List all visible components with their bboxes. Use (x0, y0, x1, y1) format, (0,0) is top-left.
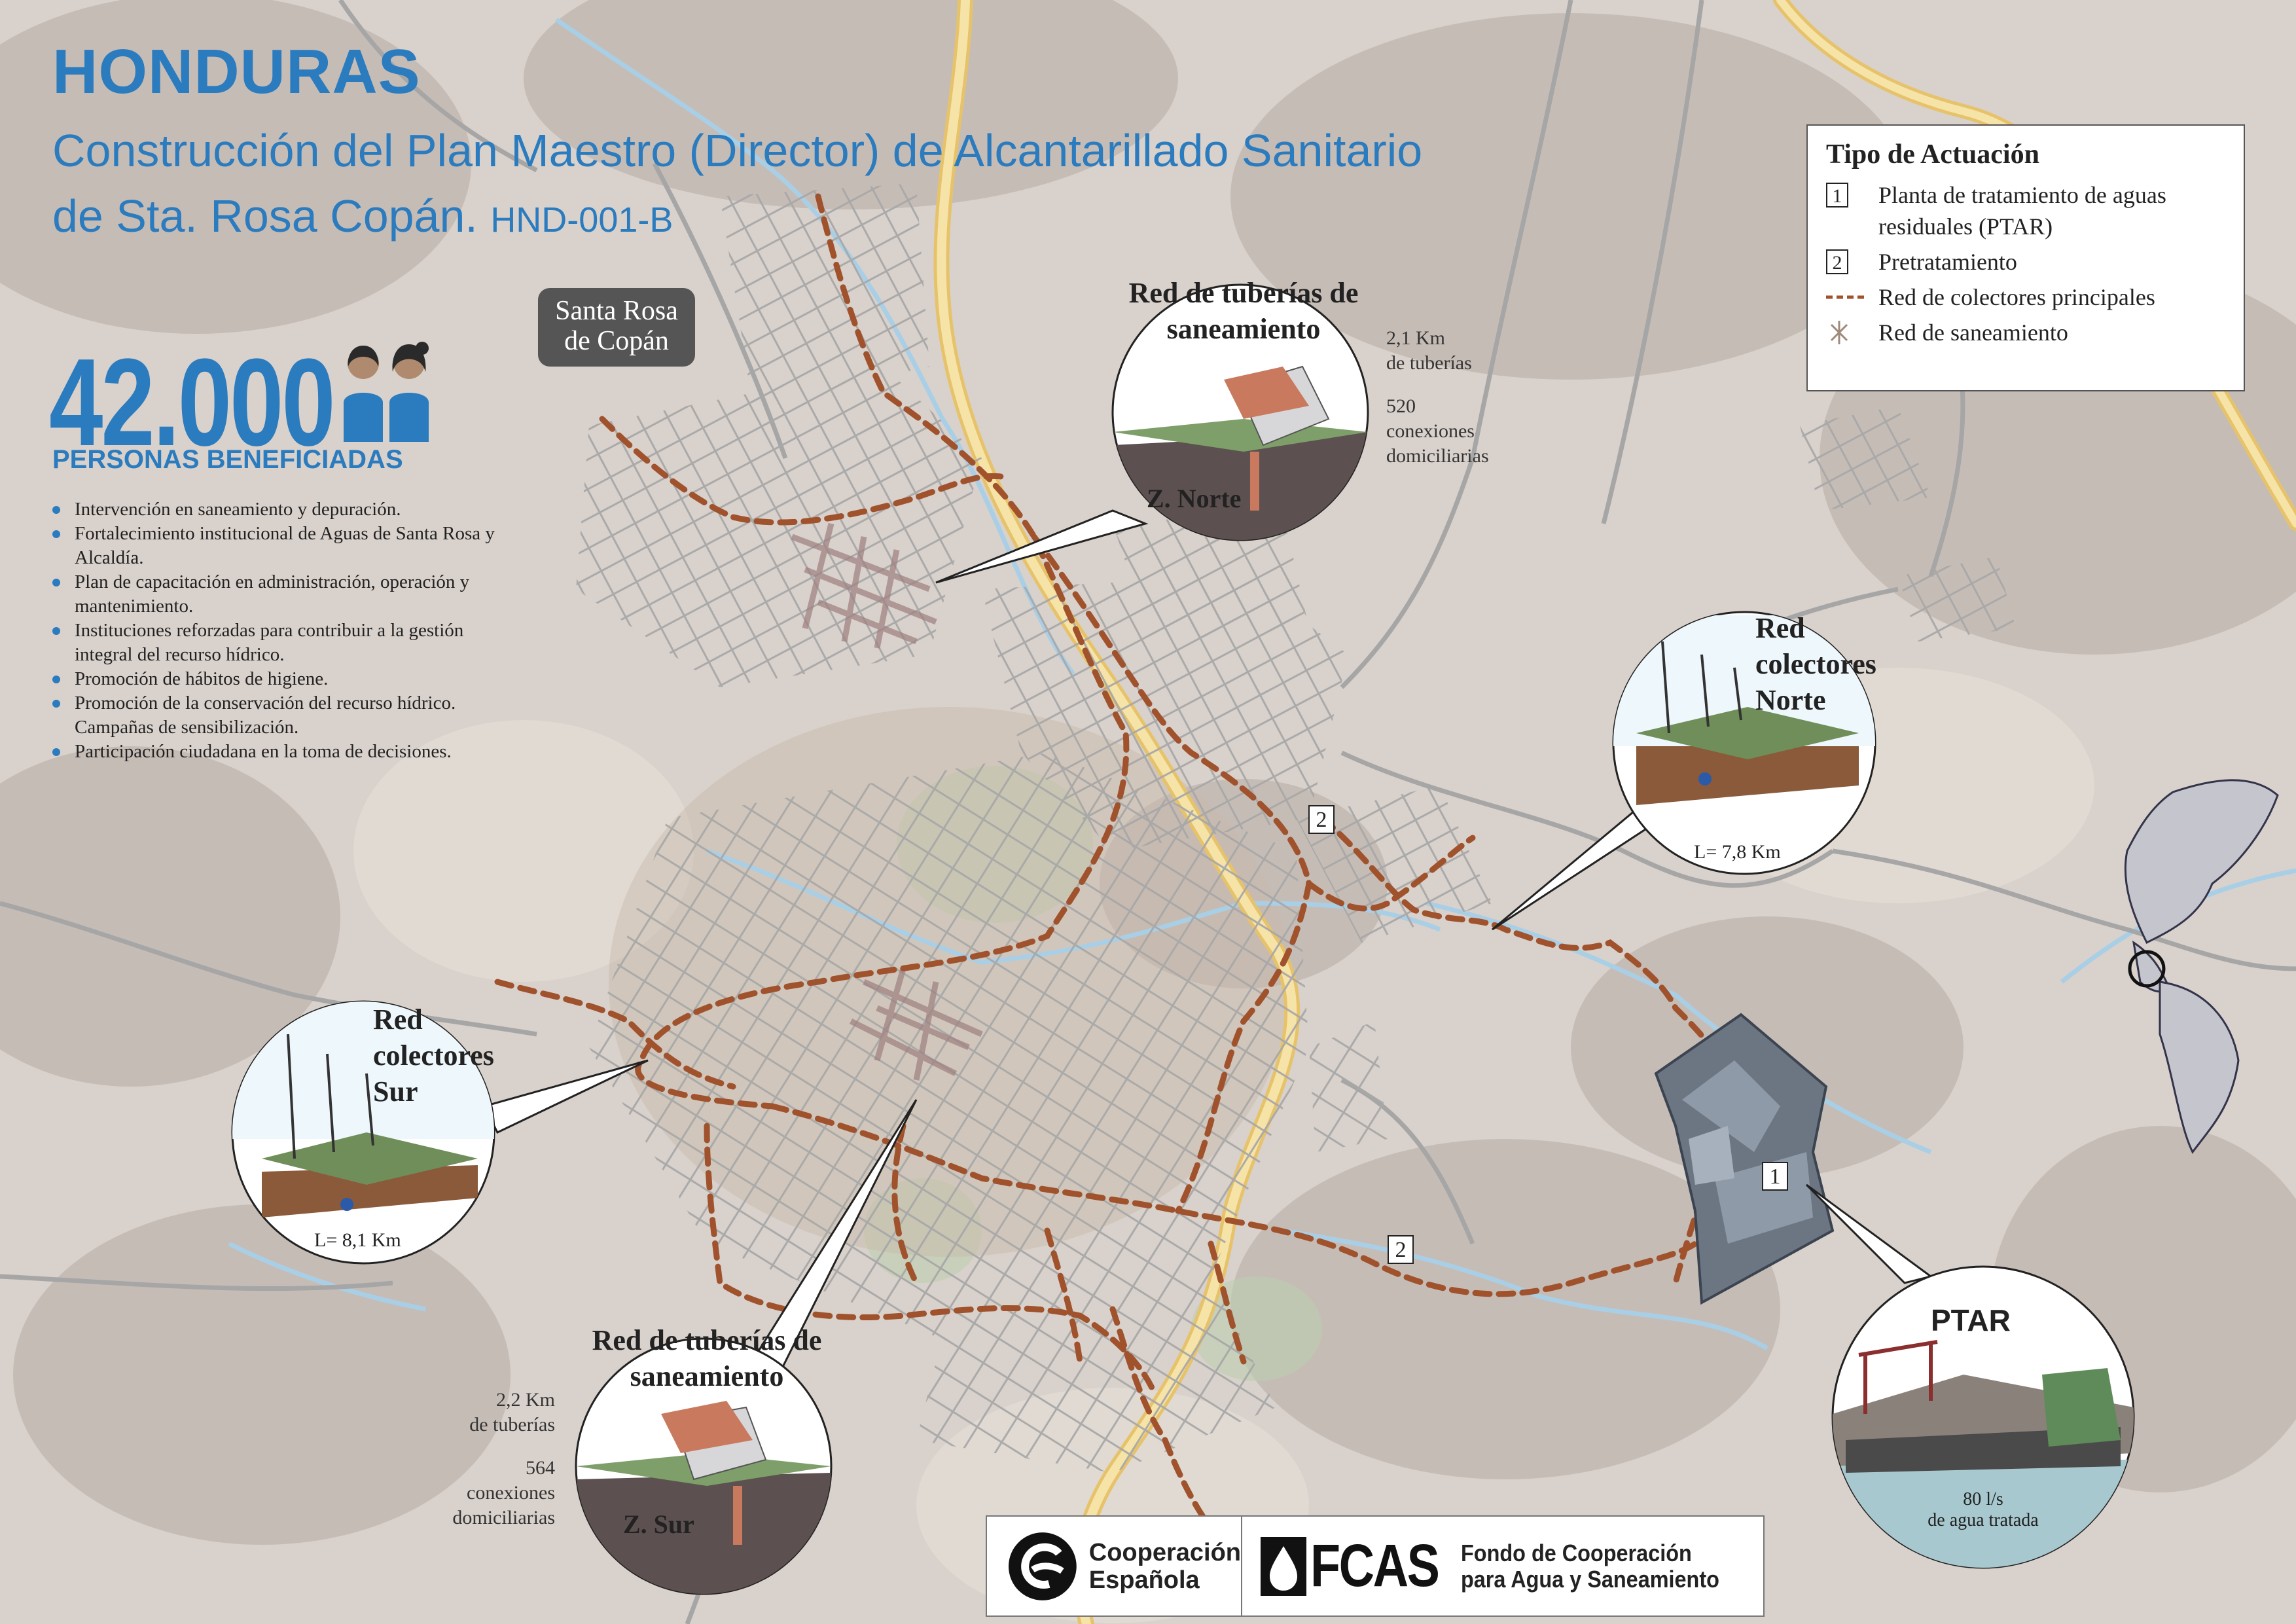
legend-label: Red de saneamiento (1878, 319, 2068, 346)
legend-symbol-pretreatment: 2 (1826, 249, 1848, 274)
north-network-title-line1: Red de tuberías de (1128, 277, 1359, 309)
cross-icon (1830, 321, 1848, 344)
north-collectors-line3: Norte (1755, 684, 1826, 716)
list-item: Participación ciudadana en la toma de de… (52, 740, 524, 764)
fcas-logo: FCAS Fondo de Cooperación para Agua y Sa… (1242, 1517, 1748, 1615)
north-collectors-line2: colectores (1755, 648, 1876, 680)
center-streets (791, 522, 983, 1081)
callout-leaders (482, 509, 1933, 1389)
legend: Tipo de Actuación 1 Planta de tratamient… (1806, 124, 2245, 391)
south-network-stats: 2,2 Km de tuberías 564 conexiones domici… (406, 1388, 555, 1530)
legend-item-collectors: Red de colectores principales (1826, 281, 2225, 313)
cooperacion-espanola-logo: Cooperación Española (987, 1517, 1242, 1615)
dashed-line-icon (1826, 295, 1865, 299)
list-item: Instituciones reforzadas para contribuir… (52, 619, 524, 667)
callout-circles (231, 283, 2135, 1595)
north-collectors-line1: Red (1755, 612, 1805, 644)
cooperacion-line2: Española (1088, 1566, 1200, 1594)
ptar-marker: 1 (1762, 1162, 1788, 1191)
south-connections-label1: conexiones (467, 1482, 555, 1504)
legend-label: residuales (PTAR) (1878, 213, 2053, 240)
list-item: Fortalecimiento institucional de Aguas d… (52, 522, 524, 570)
footer-logos: Cooperación Española FCAS Fondo de Coope… (986, 1515, 1765, 1617)
north-connections-value: 520 (1386, 395, 1416, 417)
ptar-plant (1654, 1013, 1835, 1305)
north-collectors-title: Red colectores Norte (1755, 610, 1876, 718)
city-badge: Santa Rosa de Copán (538, 288, 695, 367)
project-title-line2-text: de Sta. Rosa Copán. (52, 190, 478, 242)
south-connections-value: 564 (526, 1457, 555, 1479)
beneficiaries-number: 42.000 (49, 333, 336, 472)
legend-symbol-ptar: 1 (1826, 183, 1848, 208)
ptar-flow-label: de agua tratada (1928, 1510, 2039, 1530)
cooperacion-logo-icon (1008, 1532, 1077, 1600)
cooperacion-line1: Cooperación (1088, 1538, 1241, 1566)
south-collectors-length: L= 8,1 Km (314, 1229, 401, 1251)
south-zone-label: Z. Sur (623, 1509, 694, 1539)
south-collectors-line3: Sur (373, 1075, 418, 1108)
people-icon (344, 342, 429, 442)
country-title: HONDURAS (52, 37, 421, 107)
city-badge-line1: Santa Rosa (555, 296, 678, 326)
project-title: Construcción del Plan Maestro (Director)… (52, 118, 1656, 253)
fcas-line2: para Agua y Saneamiento (1461, 1565, 1719, 1593)
legend-item-ptar: 1 Planta de tratamiento de aguas residua… (1826, 179, 2225, 242)
north-zone-label: Z. Norte (1147, 484, 1242, 513)
south-length-label: de tuberías (469, 1414, 555, 1435)
south-collectors-line1: Red (373, 1003, 423, 1036)
legend-item-sanitation: Red de saneamiento (1826, 317, 2225, 348)
north-length-label: de tuberías (1386, 352, 1472, 374)
legend-label: Pretratamiento (1878, 249, 2017, 275)
list-item: Promoción de hábitos de higiene. (52, 667, 524, 691)
north-length-value: 2,1 Km (1386, 327, 1445, 349)
project-code: HND-001-B (490, 200, 673, 240)
ptar-title: PTAR (1931, 1303, 2011, 1337)
benefits-list: Intervención en saneamiento y depuración… (52, 497, 524, 764)
legend-title: Tipo de Actuación (1826, 139, 2039, 170)
ptar-flow-value: 80 l/s (1963, 1489, 2003, 1509)
fcas-logo-text: FCAS (1310, 1532, 1440, 1599)
north-connections-label1: conexiones (1386, 420, 1475, 442)
list-item: Plan de capacitación en administración, … (52, 570, 524, 619)
world-inset (2124, 779, 2279, 1154)
north-network-title: Red de tuberías de saneamiento (1100, 275, 1388, 347)
beneficiaries-label: PERSONAS BENEFICIADAS (52, 445, 403, 474)
pretreatment-marker: 2 (1308, 805, 1335, 834)
south-collectors-line2: colectores (373, 1039, 494, 1072)
south-network-title-line2: saneamiento (630, 1360, 784, 1392)
fcas-text: Fondo de Cooperación para Agua y Saneami… (1461, 1540, 1719, 1593)
north-connections-label2: domiciliarias (1386, 445, 1489, 467)
south-network-title-line1: Red de tuberías de (592, 1324, 822, 1356)
legend-label: Planta de tratamiento de aguas (1878, 182, 2166, 208)
list-item: Promoción de la conservación del recurso… (52, 691, 524, 740)
legend-label: Red de colectores principales (1878, 284, 2155, 310)
north-network-title-line2: saneamiento (1166, 313, 1321, 345)
water-drop-icon (1261, 1536, 1306, 1596)
south-connections-label2: domiciliarias (452, 1507, 555, 1528)
project-title-line1: Construcción del Plan Maestro (Director)… (52, 125, 1423, 176)
cooperacion-text: Cooperación Española (1089, 1539, 1241, 1594)
pretreatment-marker: 2 (1388, 1235, 1414, 1264)
list-item: Intervención en saneamiento y depuración… (52, 497, 524, 522)
legend-item-pretreatment: 2 Pretratamiento (1826, 246, 2225, 278)
north-collectors-length: L= 7,8 Km (1694, 841, 1781, 863)
fcas-line1: Fondo de Cooperación (1461, 1539, 1692, 1566)
project-title-line2: de Sta. Rosa Copán. HND-001-B (52, 183, 1656, 253)
north-network-stats: 2,1 Km de tuberías 520 conexiones domici… (1386, 326, 1489, 469)
street-grid (576, 183, 2016, 1473)
south-collectors-title: Red colectores Sur (373, 1001, 494, 1110)
collector-network (494, 193, 1731, 1522)
city-badge-line2: de Copán (564, 326, 669, 356)
south-length-value: 2,2 Km (496, 1389, 555, 1411)
ptar-flow: 80 l/s de agua tratada (1892, 1489, 2075, 1531)
south-network-title: Red de tuberías de saneamiento (563, 1322, 851, 1394)
